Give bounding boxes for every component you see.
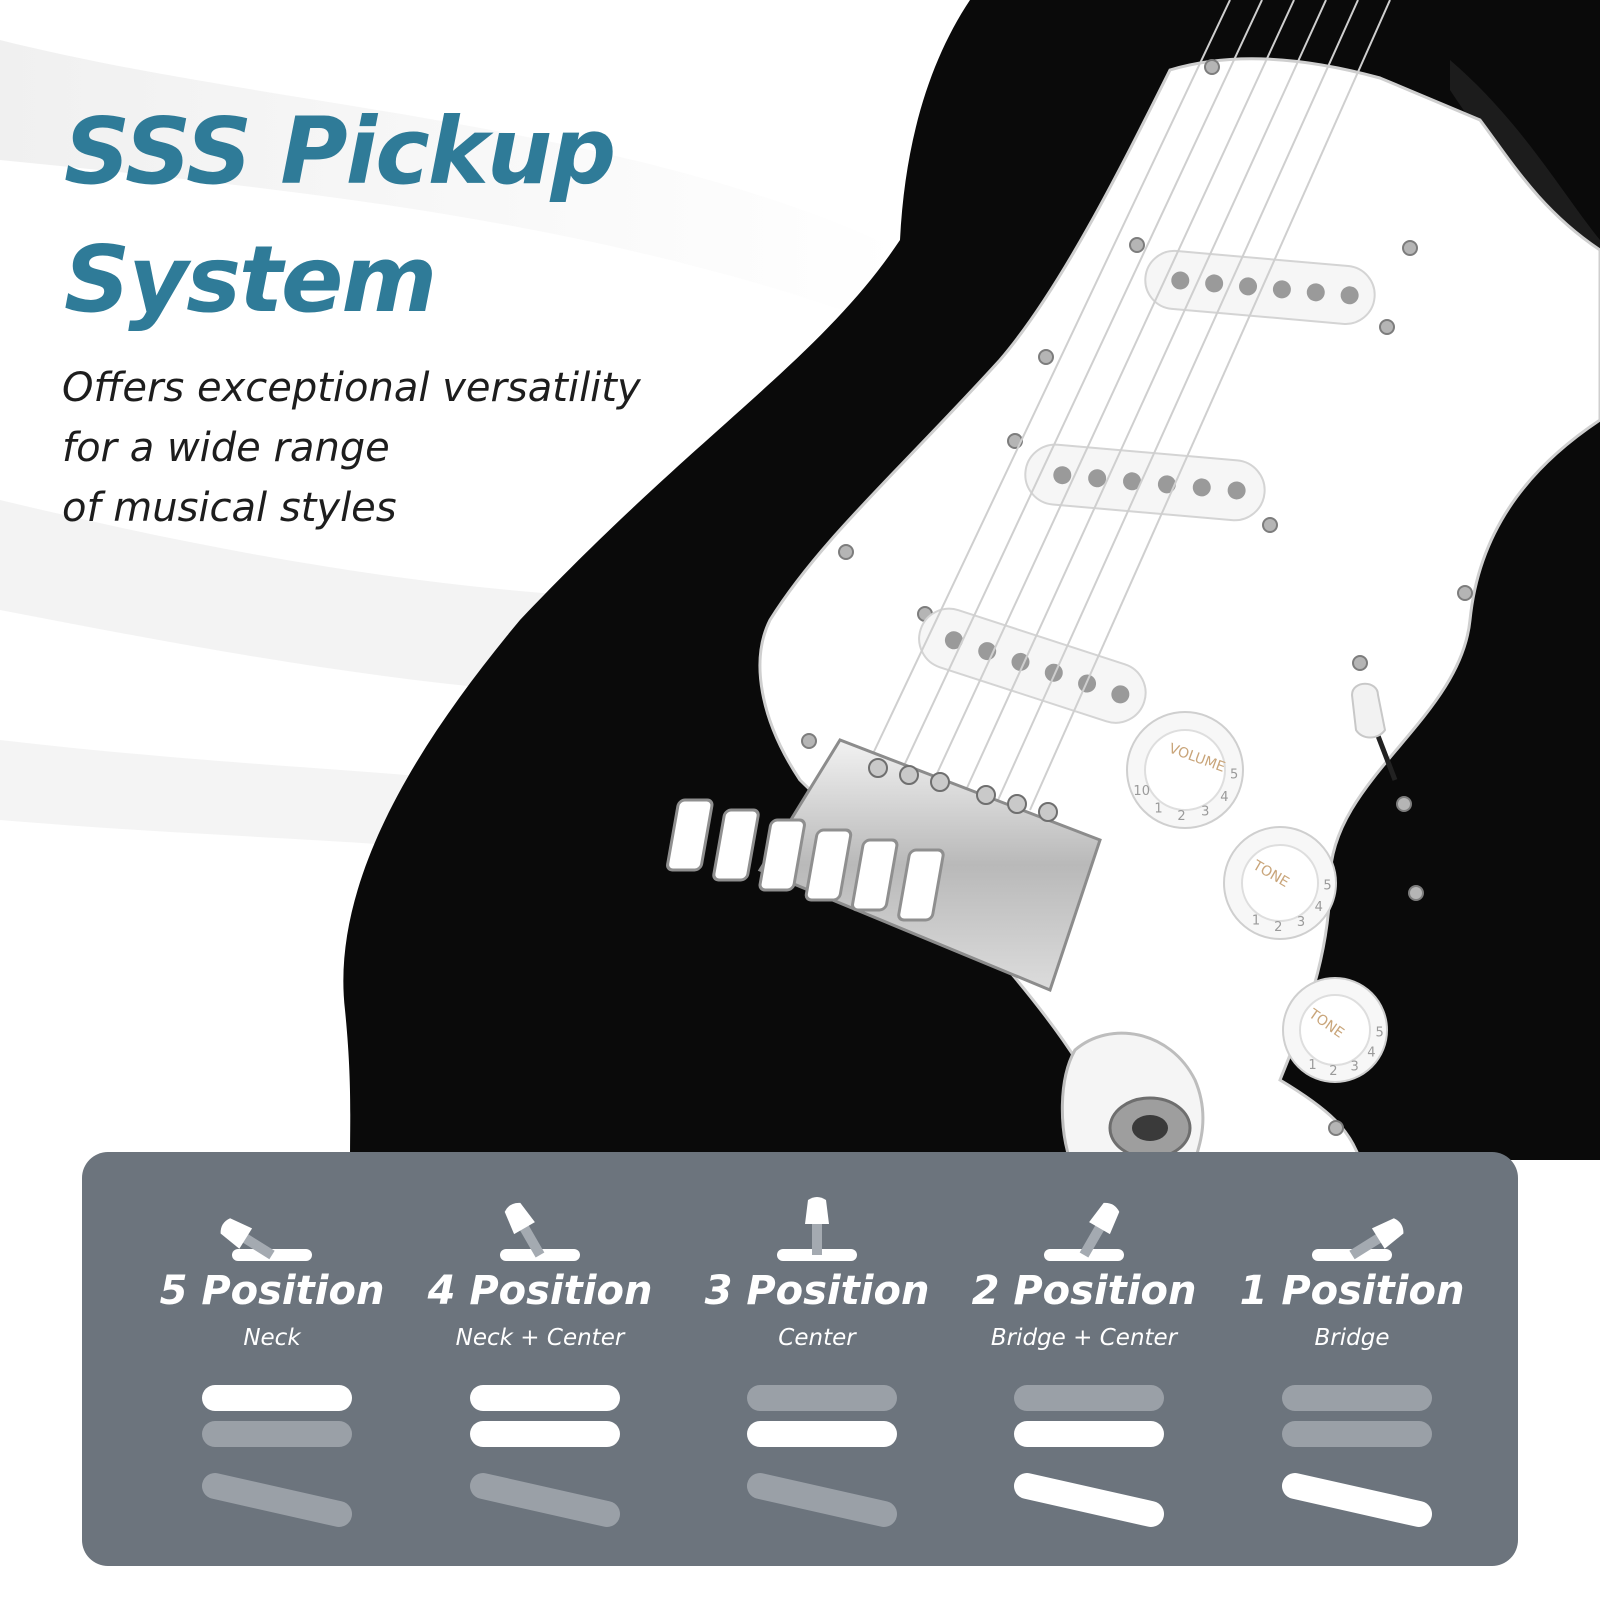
- switch-lever: [504, 1202, 545, 1258]
- guitar-strings: [869, 0, 1391, 811]
- knob-number: 1: [1308, 1058, 1316, 1073]
- knob-number: 4: [1220, 790, 1228, 805]
- switch-lever: [1349, 1218, 1404, 1260]
- selector-switch-icon: [500, 1202, 580, 1261]
- knob-number: 3: [1201, 805, 1209, 820]
- tagline-line-3: of musical styles: [62, 485, 397, 531]
- position-title: 5 Position: [159, 1268, 385, 1314]
- position-subtitle: Neck + Center: [455, 1325, 625, 1351]
- position-title: 3 Position: [704, 1268, 930, 1314]
- five-way-switch: [1350, 682, 1398, 781]
- selector-switch-icon: [1044, 1202, 1124, 1261]
- bridge-pickup: [202, 1473, 352, 1527]
- switch-lever: [805, 1197, 829, 1255]
- headline: SSS Pickup System: [64, 88, 616, 344]
- position-subtitle: Neck: [243, 1325, 301, 1351]
- position-subtitle: Bridge: [1314, 1325, 1390, 1351]
- pickup-diagram: [1282, 1385, 1432, 1527]
- position-card-2: 2 Position Bridge + Center: [944, 1152, 1224, 1566]
- knob-number: 2: [1177, 809, 1185, 824]
- knob-number: 3: [1351, 1059, 1359, 1074]
- switch-lever: [1079, 1202, 1120, 1258]
- headline-line-2: System: [64, 226, 437, 333]
- pickup-diagram: [1014, 1385, 1164, 1527]
- position-card-1: 1 Position Bridge: [1212, 1152, 1492, 1566]
- position-card-4: 4 Position Neck + Center: [400, 1152, 680, 1566]
- knob-number: 5: [1230, 768, 1238, 783]
- pickup-positions-panel: 5 Position Neck 4 Position Neck + Center…: [82, 1152, 1518, 1566]
- pickguard-screws: [801, 59, 1473, 1136]
- knob-number: 5: [1323, 879, 1331, 894]
- bridge-pickup: [1282, 1473, 1432, 1527]
- position-subtitle: Bridge + Center: [990, 1325, 1178, 1351]
- selector-switch-icon: [220, 1218, 312, 1261]
- pickup-diagram: [747, 1385, 897, 1527]
- position-subtitle: Center: [778, 1325, 856, 1351]
- knob-number: 10: [1133, 784, 1150, 799]
- bridge-pickup: [747, 1473, 897, 1527]
- guitar-pickups: [918, 249, 1376, 724]
- pickup-diagram: [202, 1385, 352, 1527]
- knob-number: 1: [1252, 914, 1260, 929]
- position-title: 2 Position: [971, 1268, 1197, 1314]
- knob-number: 2: [1274, 920, 1282, 935]
- position-title: 4 Position: [427, 1268, 653, 1314]
- position-card-5: 5 Position Neck: [132, 1152, 412, 1566]
- selector-switch-icon: [1312, 1218, 1404, 1261]
- headline-line-1: SSS Pickup: [64, 98, 616, 205]
- pickup-diagram: [470, 1385, 620, 1527]
- tremolo-bridge: [666, 738, 1102, 993]
- bridge-pickup: [1014, 1473, 1164, 1527]
- selector-switch-icon: [777, 1197, 857, 1261]
- tagline-line-1: Offers exceptional versatility: [62, 365, 641, 411]
- knob-number: 1: [1154, 801, 1162, 816]
- knob-number: 2: [1329, 1064, 1337, 1079]
- knob-number: 5: [1375, 1025, 1383, 1040]
- output-jack: [1060, 1031, 1205, 1162]
- position-title: 1 Position: [1239, 1268, 1465, 1314]
- bridge-pickup: [470, 1473, 620, 1527]
- switch-lever: [220, 1218, 275, 1260]
- knob-number: 4: [1367, 1046, 1375, 1061]
- tagline-line-2: for a wide range: [62, 425, 390, 471]
- tagline: Offers exceptional versatility for a wid…: [62, 358, 641, 538]
- knob-number: 4: [1315, 900, 1323, 915]
- position-card-3: 3 Position Center: [677, 1152, 957, 1566]
- knob-number: 3: [1297, 915, 1305, 930]
